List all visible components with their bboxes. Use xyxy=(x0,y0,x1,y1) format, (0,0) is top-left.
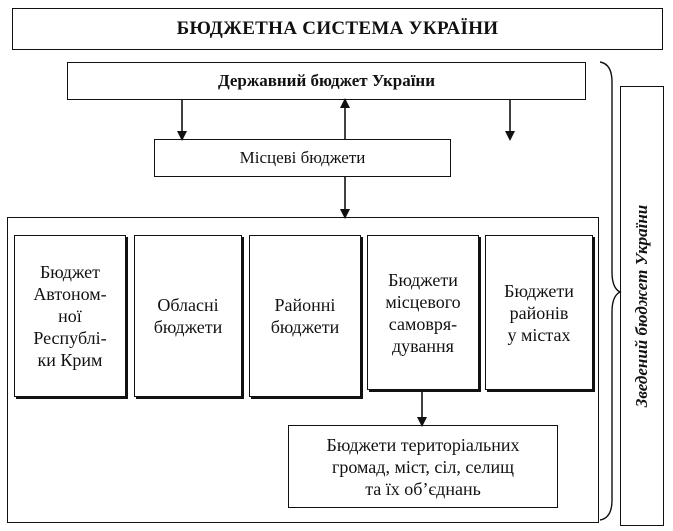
local-budgets-box: Місцеві бюджети xyxy=(154,139,451,177)
state-budget-label: Державний бюджет України xyxy=(217,71,436,90)
communities-label: Бюджети територіальних громад, міст, сіл… xyxy=(326,434,520,499)
system-title: БЮДЖЕТНА СИСТЕМА УКРАЇНИ xyxy=(12,8,663,50)
local-budgets-label: Місцеві бюджети xyxy=(239,148,366,167)
system-title-text: БЮДЖЕТНА СИСТЕМА УКРАЇНИ xyxy=(176,18,499,39)
consolidated-budget-box: Зведений бюджет України xyxy=(620,86,664,526)
tile-crimea: Бюджет Автоном- ної Республі- ки Крим xyxy=(14,235,126,397)
communities-box: Бюджети територіальних громад, міст, сіл… xyxy=(288,425,558,508)
tile-self-government-label: Бюджети місцевого самовря- дування xyxy=(385,269,461,356)
tile-self-government: Бюджети місцевого самовря- дування xyxy=(367,235,479,390)
state-budget-box: Державний бюджет України xyxy=(67,62,586,100)
tile-oblast: Обласні бюджети xyxy=(134,235,242,397)
tile-raion: Районні бюджети xyxy=(249,235,361,397)
tile-city-districts: Бюджети районів у містах xyxy=(485,235,593,390)
tile-city-districts-label: Бюджети районів у містах xyxy=(504,280,574,345)
tile-crimea-label: Бюджет Автоном- ної Республі- ки Крим xyxy=(33,262,107,370)
tile-raion-label: Районні бюджети xyxy=(270,295,340,337)
right-brace xyxy=(599,61,622,521)
tile-oblast-label: Обласні бюджети xyxy=(153,295,223,337)
